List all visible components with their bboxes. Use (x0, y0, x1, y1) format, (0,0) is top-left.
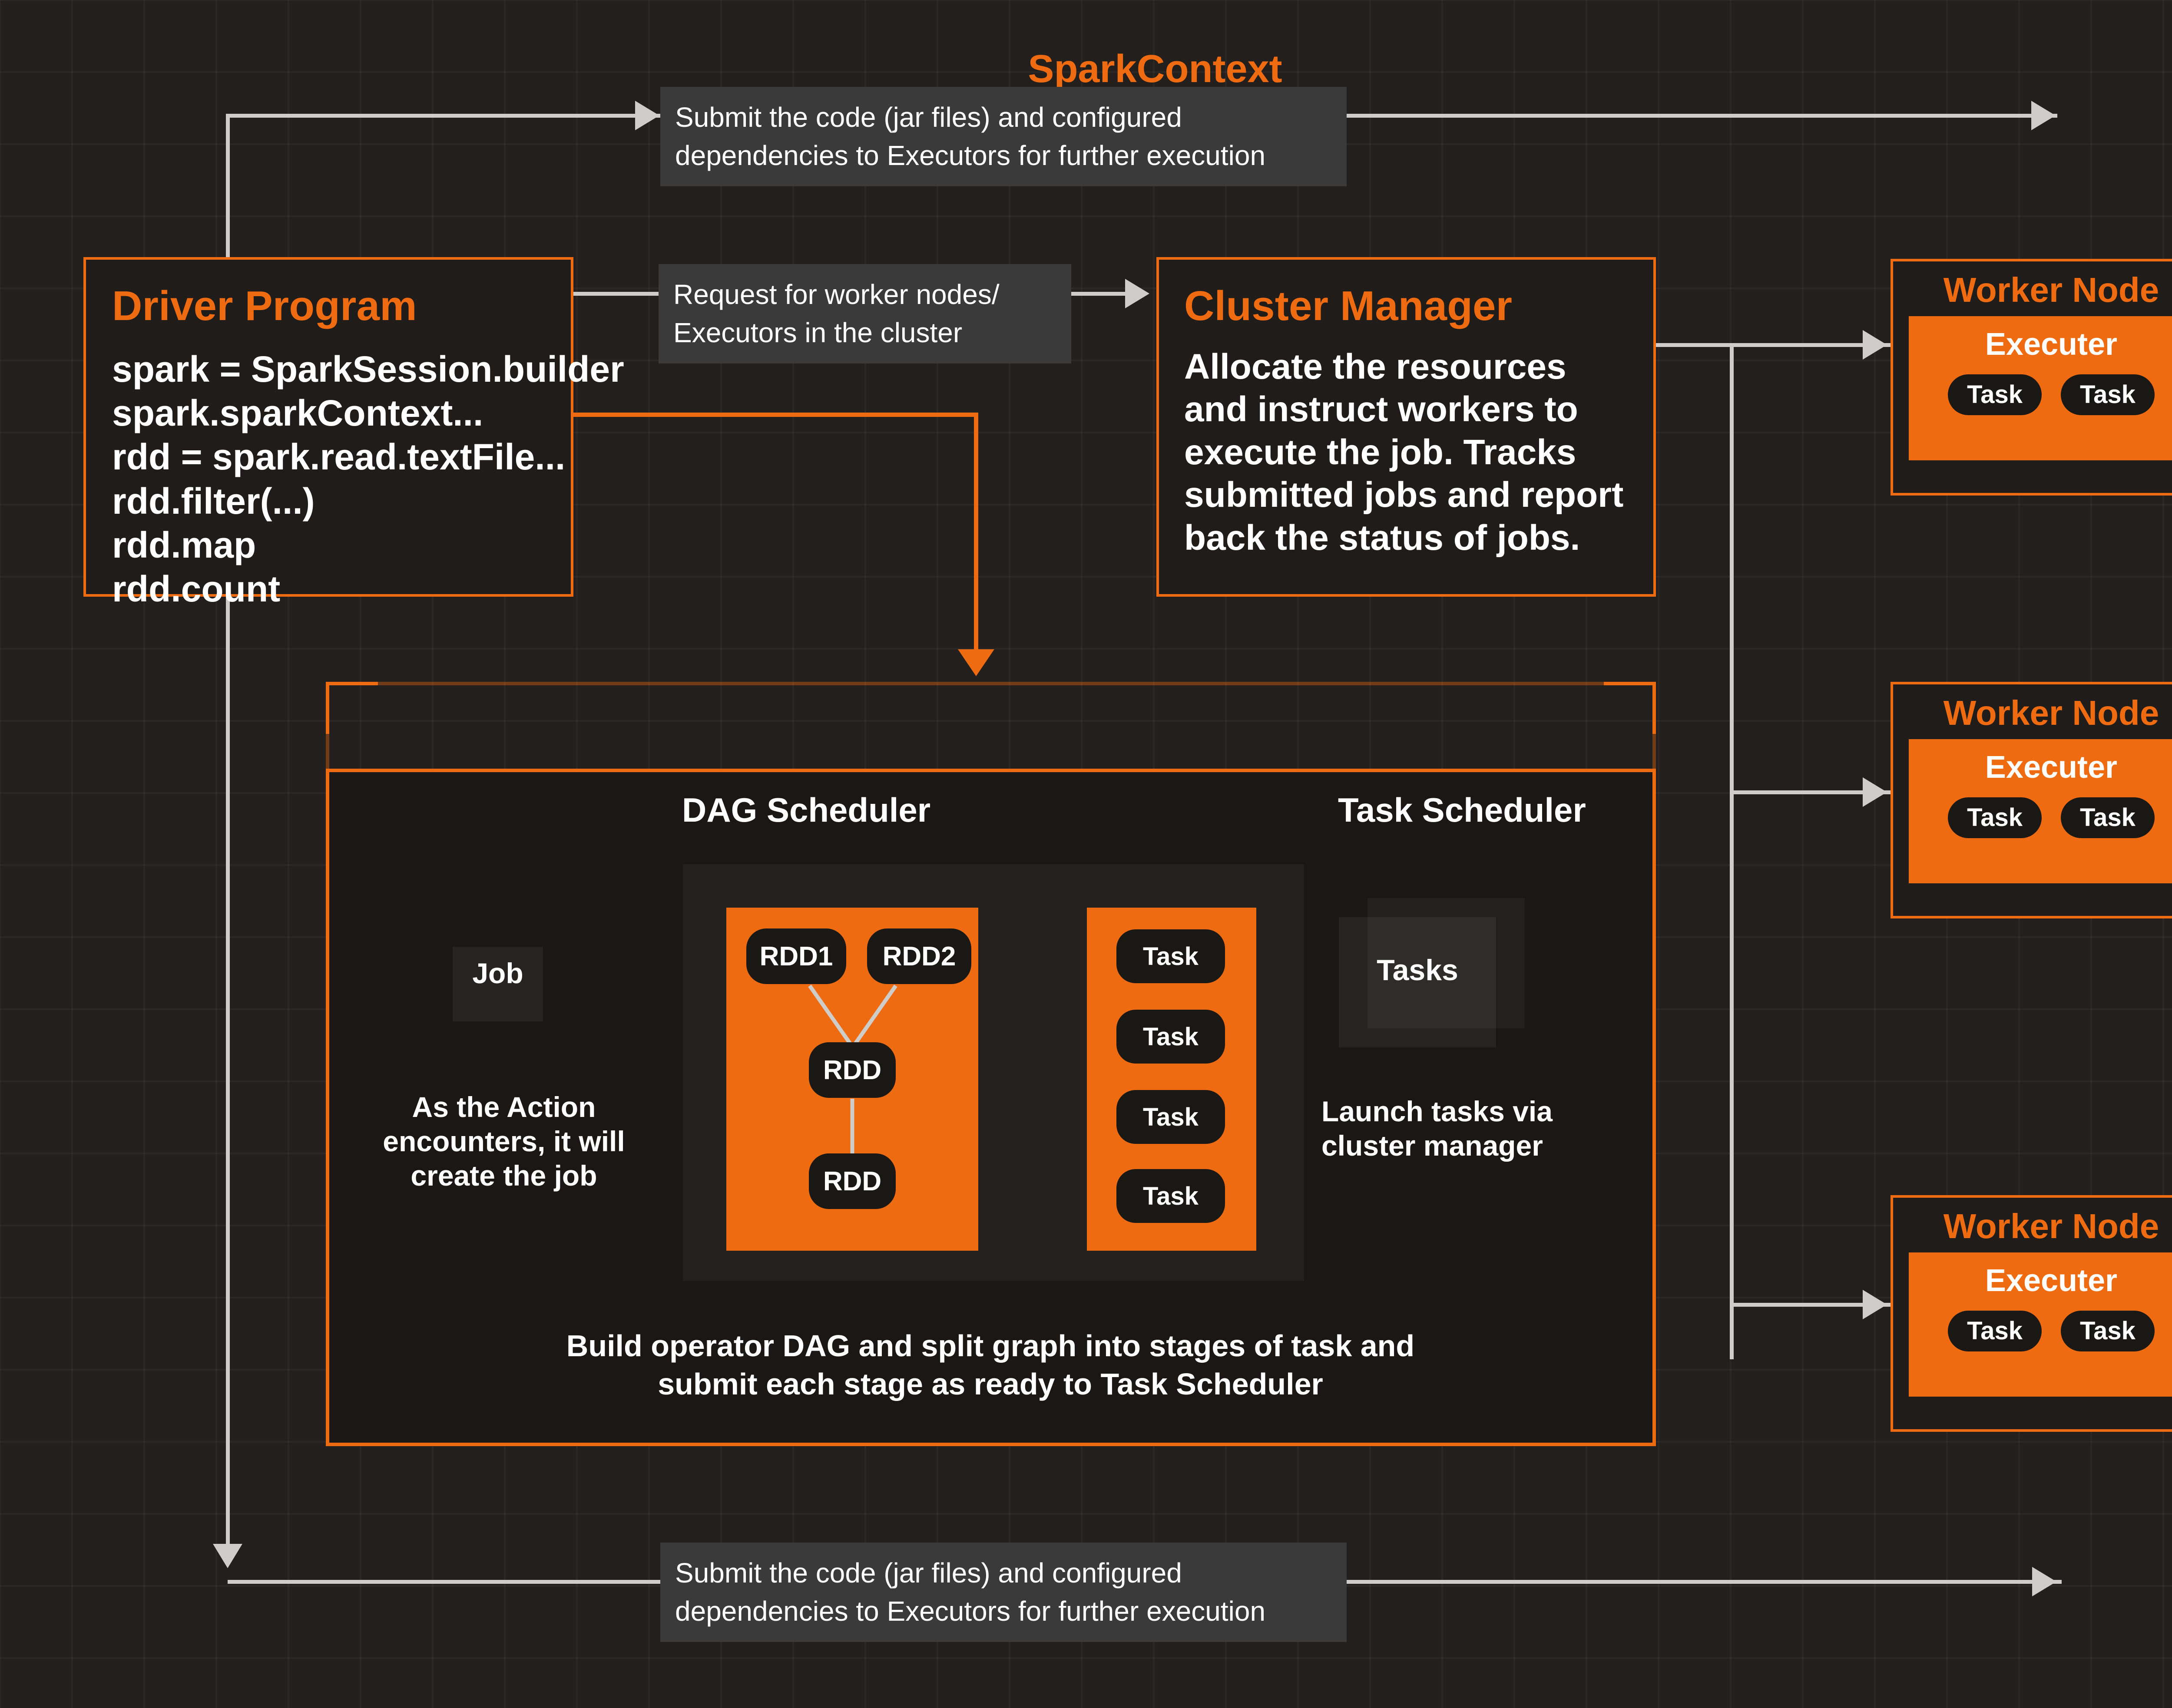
cluster-manager-body: Allocate the resources and instruct work… (1184, 347, 1624, 558)
task-pill[interactable]: Task (1948, 374, 2042, 415)
executer-label: Executer (1985, 750, 2118, 785)
connector-request-label-to-cm (1071, 292, 1128, 296)
job-label: Job (472, 957, 523, 989)
arrow-into-worker-node-3 (1863, 1290, 1887, 1319)
dag-task-pill[interactable]: Task (1116, 1010, 1225, 1064)
driver-program-code: spark = SparkSession.builder spark.spark… (112, 347, 624, 611)
corner-accent-top-left (326, 682, 378, 734)
dag-scheduler-caption: Build operator DAG and split graph into … (566, 1329, 1415, 1401)
driver-program-title: Driver Program (112, 283, 417, 329)
connector-driver-to-sparkcontext-vertical (974, 413, 978, 652)
dag-task-pill[interactable]: Task (1116, 1090, 1225, 1144)
dag-task-pill[interactable]: Task (1116, 1169, 1225, 1223)
arrow-top-into-worker-1 (2031, 101, 2056, 130)
job-box[interactable]: Job (453, 947, 543, 1021)
executer-label: Executer (1985, 1263, 2118, 1298)
task-pill[interactable]: Task (2061, 797, 2155, 838)
task-pill[interactable]: Task (1948, 1311, 2042, 1351)
arrow-top-into-label (635, 101, 659, 130)
worker-node[interactable]: Worker Node Executer Task Task (1891, 1195, 2172, 1432)
flow-label-request-workers: Request for worker nodes/ Executors in t… (659, 264, 1071, 363)
connector-bottom-horizontal-left (228, 1580, 662, 1584)
executer-label: Executer (1985, 327, 2118, 362)
connector-driver-to-sparkcontext-horizontal (443, 413, 978, 417)
tasks-stack-label: Tasks (1377, 954, 1458, 987)
driver-program-panel: Driver Program spark = SparkSession.buil… (83, 257, 624, 609)
flow-label-submit-bottom: Submit the code (jar files) and configur… (660, 1543, 1347, 1642)
rdd-node[interactable]: RDD (809, 1153, 896, 1209)
worker-node[interactable]: Worker Node Executer Task Task (1891, 682, 2172, 918)
connector-top-horizontal-right (1345, 114, 2057, 118)
executer-task-row: Task Task (1909, 1311, 2172, 1351)
code-line: rdd.count (112, 568, 281, 610)
arrow-into-sparkcontext (958, 649, 994, 676)
sparkcontext-title: SparkContext (1028, 47, 1282, 91)
rdd-node[interactable]: RDD2 (867, 928, 971, 984)
rdd-node[interactable]: RDD1 (746, 928, 846, 984)
task-scheduler-label: Task Scheduler (1338, 791, 1586, 829)
flow-label-submit-top: Submit the code (jar files) and configur… (660, 87, 1347, 186)
cluster-manager-title: Cluster Manager (1184, 283, 1513, 329)
task-pill[interactable]: Task (2061, 374, 2155, 415)
sparkcontext-inner-panel (326, 769, 1656, 1446)
code-line: rdd.map (112, 524, 256, 565)
connector-top-horizontal-left (226, 114, 665, 118)
arrow-bottom-left-down (213, 1544, 242, 1568)
connector-driver-to-request-label (573, 292, 660, 296)
arrow-into-worker-node-1 (1863, 330, 1887, 360)
rdd-link-lines (808, 984, 897, 1155)
tasks-stack-back-card (1367, 898, 1525, 1028)
launch-tasks-note: Launch tasks via cluster manager (1321, 1095, 1553, 1162)
code-line: spark = SparkSession.builder (112, 349, 624, 390)
worker-node-title: Worker Node (1943, 271, 2159, 309)
worker-node-title: Worker Node (1943, 694, 2159, 732)
code-line: spark.sparkContext... (112, 393, 483, 434)
executer-task-row: Task Task (1909, 797, 2172, 838)
corner-accent-top-right (1604, 682, 1656, 734)
dag-task-pill[interactable]: Task (1116, 929, 1225, 983)
cluster-manager-panel: Cluster Manager Allocate the resources a… (1156, 257, 1656, 597)
code-line: rdd.filter(...) (112, 480, 315, 522)
task-pill[interactable]: Task (2061, 1311, 2155, 1351)
worker-node-title: Worker Node (1943, 1207, 2159, 1245)
dag-scheduler-label: DAG Scheduler (682, 791, 931, 829)
executer-box: Executer Task Task (1909, 316, 2172, 460)
executer-task-row: Task Task (1909, 374, 2172, 415)
task-pill[interactable]: Task (1948, 797, 2042, 838)
arrow-into-cluster-manager (1125, 279, 1149, 308)
connector-cm-to-right-trunk (1656, 343, 1733, 347)
arrow-into-worker-node-2 (1863, 777, 1887, 807)
connector-right-vertical-trunk (1730, 343, 1734, 1359)
executer-box: Executer Task Task (1909, 1252, 2172, 1397)
connector-left-vertical-trunk (226, 114, 230, 1560)
rdd-node[interactable]: RDD (809, 1042, 896, 1098)
tasks-stack-front-card[interactable] (1339, 917, 1496, 1047)
executer-box: Executer Task Task (1909, 739, 2172, 883)
action-note: As the Action encounters, it will create… (383, 1091, 625, 1192)
worker-node[interactable]: Worker Node Executer Task Task (1891, 259, 2172, 496)
code-line: rdd = spark.read.textFile... (112, 436, 566, 478)
arrow-bottom-right (2032, 1567, 2056, 1596)
connector-bottom-horizontal-right (1345, 1580, 2062, 1584)
